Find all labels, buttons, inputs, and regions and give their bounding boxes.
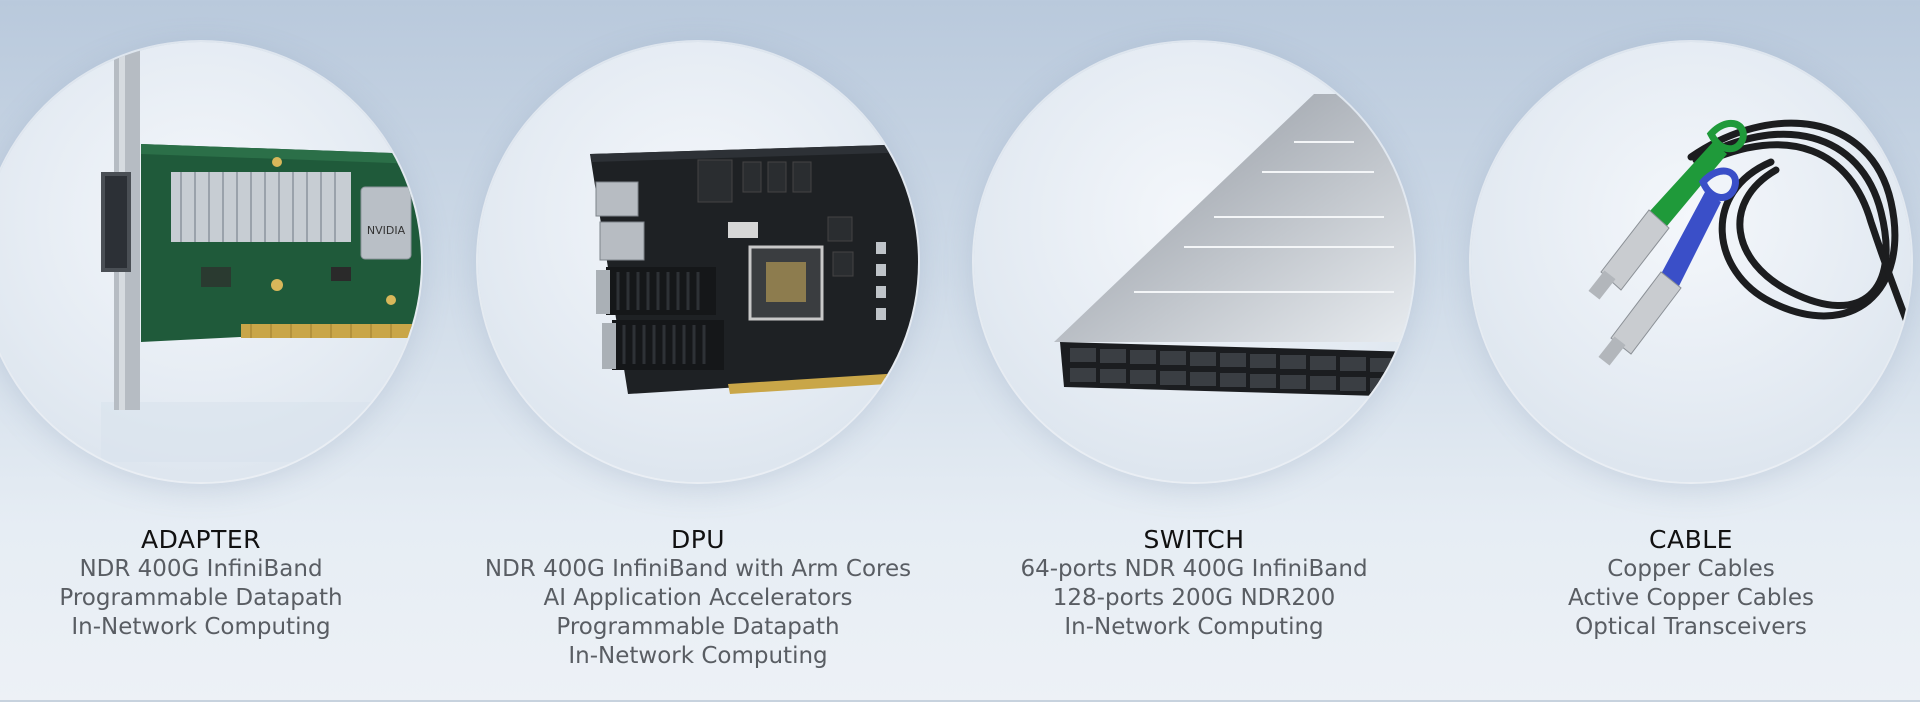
product-feature: In-Network Computing [568,643,828,669]
product-feature: 64-ports NDR 400G InfiniBand [1020,556,1368,582]
cable-caption: CABLE Copper Cables Active Copper Cables… [1461,525,1920,642]
switch-chassis-image [1054,94,1414,397]
adapter-image-circle: NVIDIA [0,42,421,482]
cable-image [1588,119,1911,366]
product-feature: NDR 400G InfiniBand [79,556,323,582]
product-feature: Programmable Datapath [556,614,840,640]
product-feature: NDR 400G InfiniBand with Arm Cores [484,556,912,582]
product-feature: 128-ports 200G NDR200 [1052,585,1336,611]
network-adapter-card-image: NVIDIA [101,50,421,462]
product-feature: Programmable Datapath [59,585,343,611]
product-feature: AI Application Accelerators [543,585,853,611]
product-cable: CABLE Copper Cables Active Copper Cables… [1461,0,1920,702]
product-switch: SWITCH 64-ports NDR 400G InfiniBand 128-… [964,0,1424,702]
product-feature: In-Network Computing [71,614,331,640]
dpu-caption: DPU NDR 400G InfiniBand with Arm Cores A… [468,525,928,671]
switch-image-circle [974,42,1414,482]
dpu-image-circle [478,42,918,482]
adapter-caption: ADAPTER NDR 400G InfiniBand Programmable… [0,525,431,642]
product-dpu: DPU NDR 400G InfiniBand with Arm Cores A… [468,0,928,702]
product-feature: Optical Transceivers [1575,614,1807,640]
product-feature: Active Copper Cables [1568,585,1814,611]
cable-image-circle [1471,42,1911,482]
adapter-logo-text: NVIDIA [367,224,406,237]
product-adapter: NVIDIA ADAPTER NDR 400G InfiniBand Progr… [0,0,431,702]
switch-caption: SWITCH 64-ports NDR 400G InfiniBand 128-… [964,525,1424,642]
dpu-card-image [590,144,918,394]
product-title: DPU [670,525,726,554]
product-title: ADAPTER [140,525,262,554]
product-title: CABLE [1649,525,1733,554]
product-title: SWITCH [1143,525,1245,554]
bottom-divider [0,700,1920,702]
product-feature: In-Network Computing [1064,614,1324,640]
product-feature: Copper Cables [1607,556,1775,582]
